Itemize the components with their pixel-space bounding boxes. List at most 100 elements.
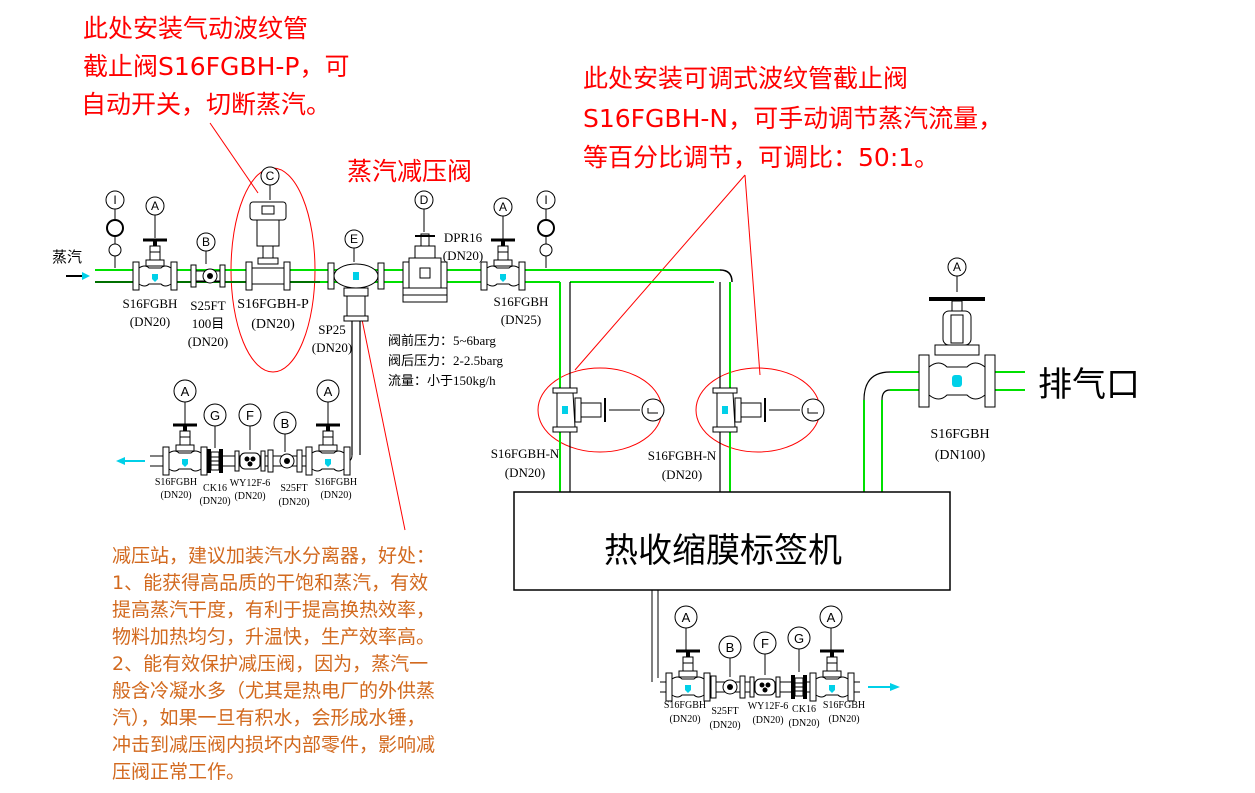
component-size: (DN20): [312, 340, 352, 355]
inlet-pressure: 阀前压力：5~6barg: [388, 333, 496, 348]
component-model: S16FGBH-N: [491, 446, 560, 461]
component-size: (DN20): [320, 490, 351, 501]
component-size: (DN20): [278, 497, 309, 508]
component-model: S16FGBH: [494, 294, 549, 309]
left-drain-arrow: [116, 457, 145, 465]
callout-A: A: [151, 199, 159, 213]
callout-A: A: [953, 260, 961, 274]
component-model: S16FGBH: [155, 477, 197, 488]
exhaust-valve-icon: [918, 297, 996, 408]
note-line: 截止阀S16FGBH-P，可: [83, 52, 349, 81]
component-model: DPR16: [444, 230, 483, 245]
check-valve-icon: [206, 448, 224, 474]
callout-D: D: [420, 193, 429, 207]
component-size: (DN20): [188, 334, 228, 349]
callout-B: B: [726, 640, 735, 655]
steam-trap-icon: [749, 676, 781, 698]
component-size: (DN25): [501, 312, 541, 327]
component-model: SP25: [318, 322, 345, 337]
component-model: S16FGBH: [930, 427, 989, 442]
callout-F: F: [246, 408, 254, 423]
component-size: (DN20): [788, 718, 819, 729]
component-size: (DN20): [234, 491, 265, 502]
callout-E: E: [350, 232, 358, 246]
globe-valve-icon: [664, 649, 712, 703]
left-drain-labels: S16FGBH (DN20) CK16 (DN20) WY12F-6 (DN20…: [155, 477, 357, 508]
note-line: 提高蒸汽干度，有利于提高换热效率，: [112, 599, 435, 621]
callout-B: B: [281, 416, 290, 431]
callout-A: A: [682, 610, 691, 625]
callouts-main-line: [105, 166, 556, 264]
steam-trap-icon: [234, 450, 266, 472]
component-size: (DN100): [935, 448, 986, 463]
component-size: (DN20): [160, 490, 191, 501]
callouts-bottom-drain: [674, 605, 843, 677]
globe-valve-icon: [479, 238, 527, 292]
component-model: WY12F-6: [748, 701, 789, 712]
callout-exhaust: [947, 257, 967, 292]
component-size: (DN20): [505, 465, 545, 480]
component-size: (DN20): [662, 467, 702, 482]
component-model: S16FGBH: [823, 700, 865, 711]
strainer-icon: [267, 449, 303, 473]
component-size: (DN20): [709, 720, 740, 731]
adjustable-valve-icon: [712, 387, 825, 433]
note-line: 汽），如果一旦有积水，会形成水锤，: [112, 707, 426, 729]
flow-rate: 流量：小于150kg/h: [388, 373, 496, 388]
note-line: 物料加热均匀，升温快，生产效率高。: [112, 626, 435, 648]
component-size: (DN20): [199, 496, 230, 507]
note-line: 自动开关，切断蒸汽。: [81, 90, 331, 119]
callout-F: F: [761, 636, 769, 651]
component-size: (DN20): [669, 714, 700, 725]
note-line: 冲击到减压阀内损坏内部零件，影响减: [112, 734, 435, 756]
note-line: 2、能有效保护减压阀，因为，蒸汽一: [112, 653, 428, 675]
strainer-icon: [710, 675, 746, 699]
callout-B: B: [202, 235, 210, 249]
outlet-pressure: 阀后压力：2-2.5barg: [388, 353, 503, 368]
adjustable-valve-icon: [552, 387, 665, 433]
globe-valve-icon: [808, 649, 856, 703]
note-line: 1、能获得高品质的干饱和蒸汽，有效: [112, 572, 428, 594]
callout-letters-left: A G F B A: [181, 384, 333, 431]
callout-A: A: [499, 200, 507, 214]
steam-inlet-arrow: [66, 272, 90, 280]
callout-G: G: [210, 408, 220, 423]
note-line: S16FGBH-N，可手动调节蒸汽流量，: [583, 104, 1003, 133]
steam-separator-icon: [327, 262, 385, 322]
note-line: 此处安装可调式波纹管截止阀: [583, 64, 908, 93]
pressure-specs: 阀前压力：5~6barg 阀后压力：2-2.5barg 流量：小于150kg/h: [388, 333, 503, 388]
callout-I: I: [544, 193, 547, 207]
main-line-labels: S16FGBH (DN20) S25FT 100目 (DN20) S16FGBH…: [123, 230, 549, 355]
note-line: 般含冷凝水多（尤其是热电厂的外供蒸: [112, 680, 435, 702]
callout-A: A: [324, 384, 333, 399]
note-adjustable-valve: 此处安装可调式波纹管截止阀 S16FGBH-N，可手动调节蒸汽流量， 等百分比调…: [583, 64, 1003, 172]
pneumatic-valve-icon: [245, 201, 291, 291]
pressure-gauge-icon: [106, 212, 124, 268]
component-model: S25FT: [711, 706, 738, 717]
pressure-reducing-valve-icon: [402, 233, 448, 303]
note-line: 减压站，建议加装汽水分离器，好处：: [112, 545, 435, 567]
component-size: (DN20): [752, 715, 783, 726]
exhaust-label: 排气口: [1038, 365, 1140, 405]
globe-valve-icon: [304, 423, 352, 477]
component-size: (DN20): [828, 714, 859, 725]
component-model: S16FGBH: [123, 296, 178, 311]
branch-valve-labels: S16FGBH-N (DN20) S16FGBH-N (DN20): [491, 446, 717, 482]
callout-G: G: [794, 631, 804, 646]
component-model: S16FGBH: [315, 477, 357, 488]
note-line: 等百分比调节，可调比：50:1。: [583, 143, 939, 172]
callout-C: C: [266, 169, 275, 183]
note-line: 此处安装气动波纹管: [83, 14, 308, 43]
strainer-icon: [190, 264, 226, 288]
steam-inlet-label: 蒸汽: [52, 248, 82, 266]
component-model: S16FGBH-P: [237, 297, 309, 312]
component-model: S16FGBH-N: [648, 448, 717, 463]
component-size: (DN20): [130, 314, 170, 329]
component-model: CK16: [792, 704, 816, 715]
component-model: S25FT: [280, 483, 307, 494]
machine-label: 热收缩膜标签机: [604, 531, 842, 571]
callout-I: I: [113, 193, 116, 207]
component-size: (DN20): [443, 248, 483, 263]
bottom-drain-labels: S16FGBH (DN20) S25FT (DN20) WY12F-6 (DN2…: [664, 700, 865, 731]
note-line: 压阀正常工作。: [112, 761, 245, 783]
